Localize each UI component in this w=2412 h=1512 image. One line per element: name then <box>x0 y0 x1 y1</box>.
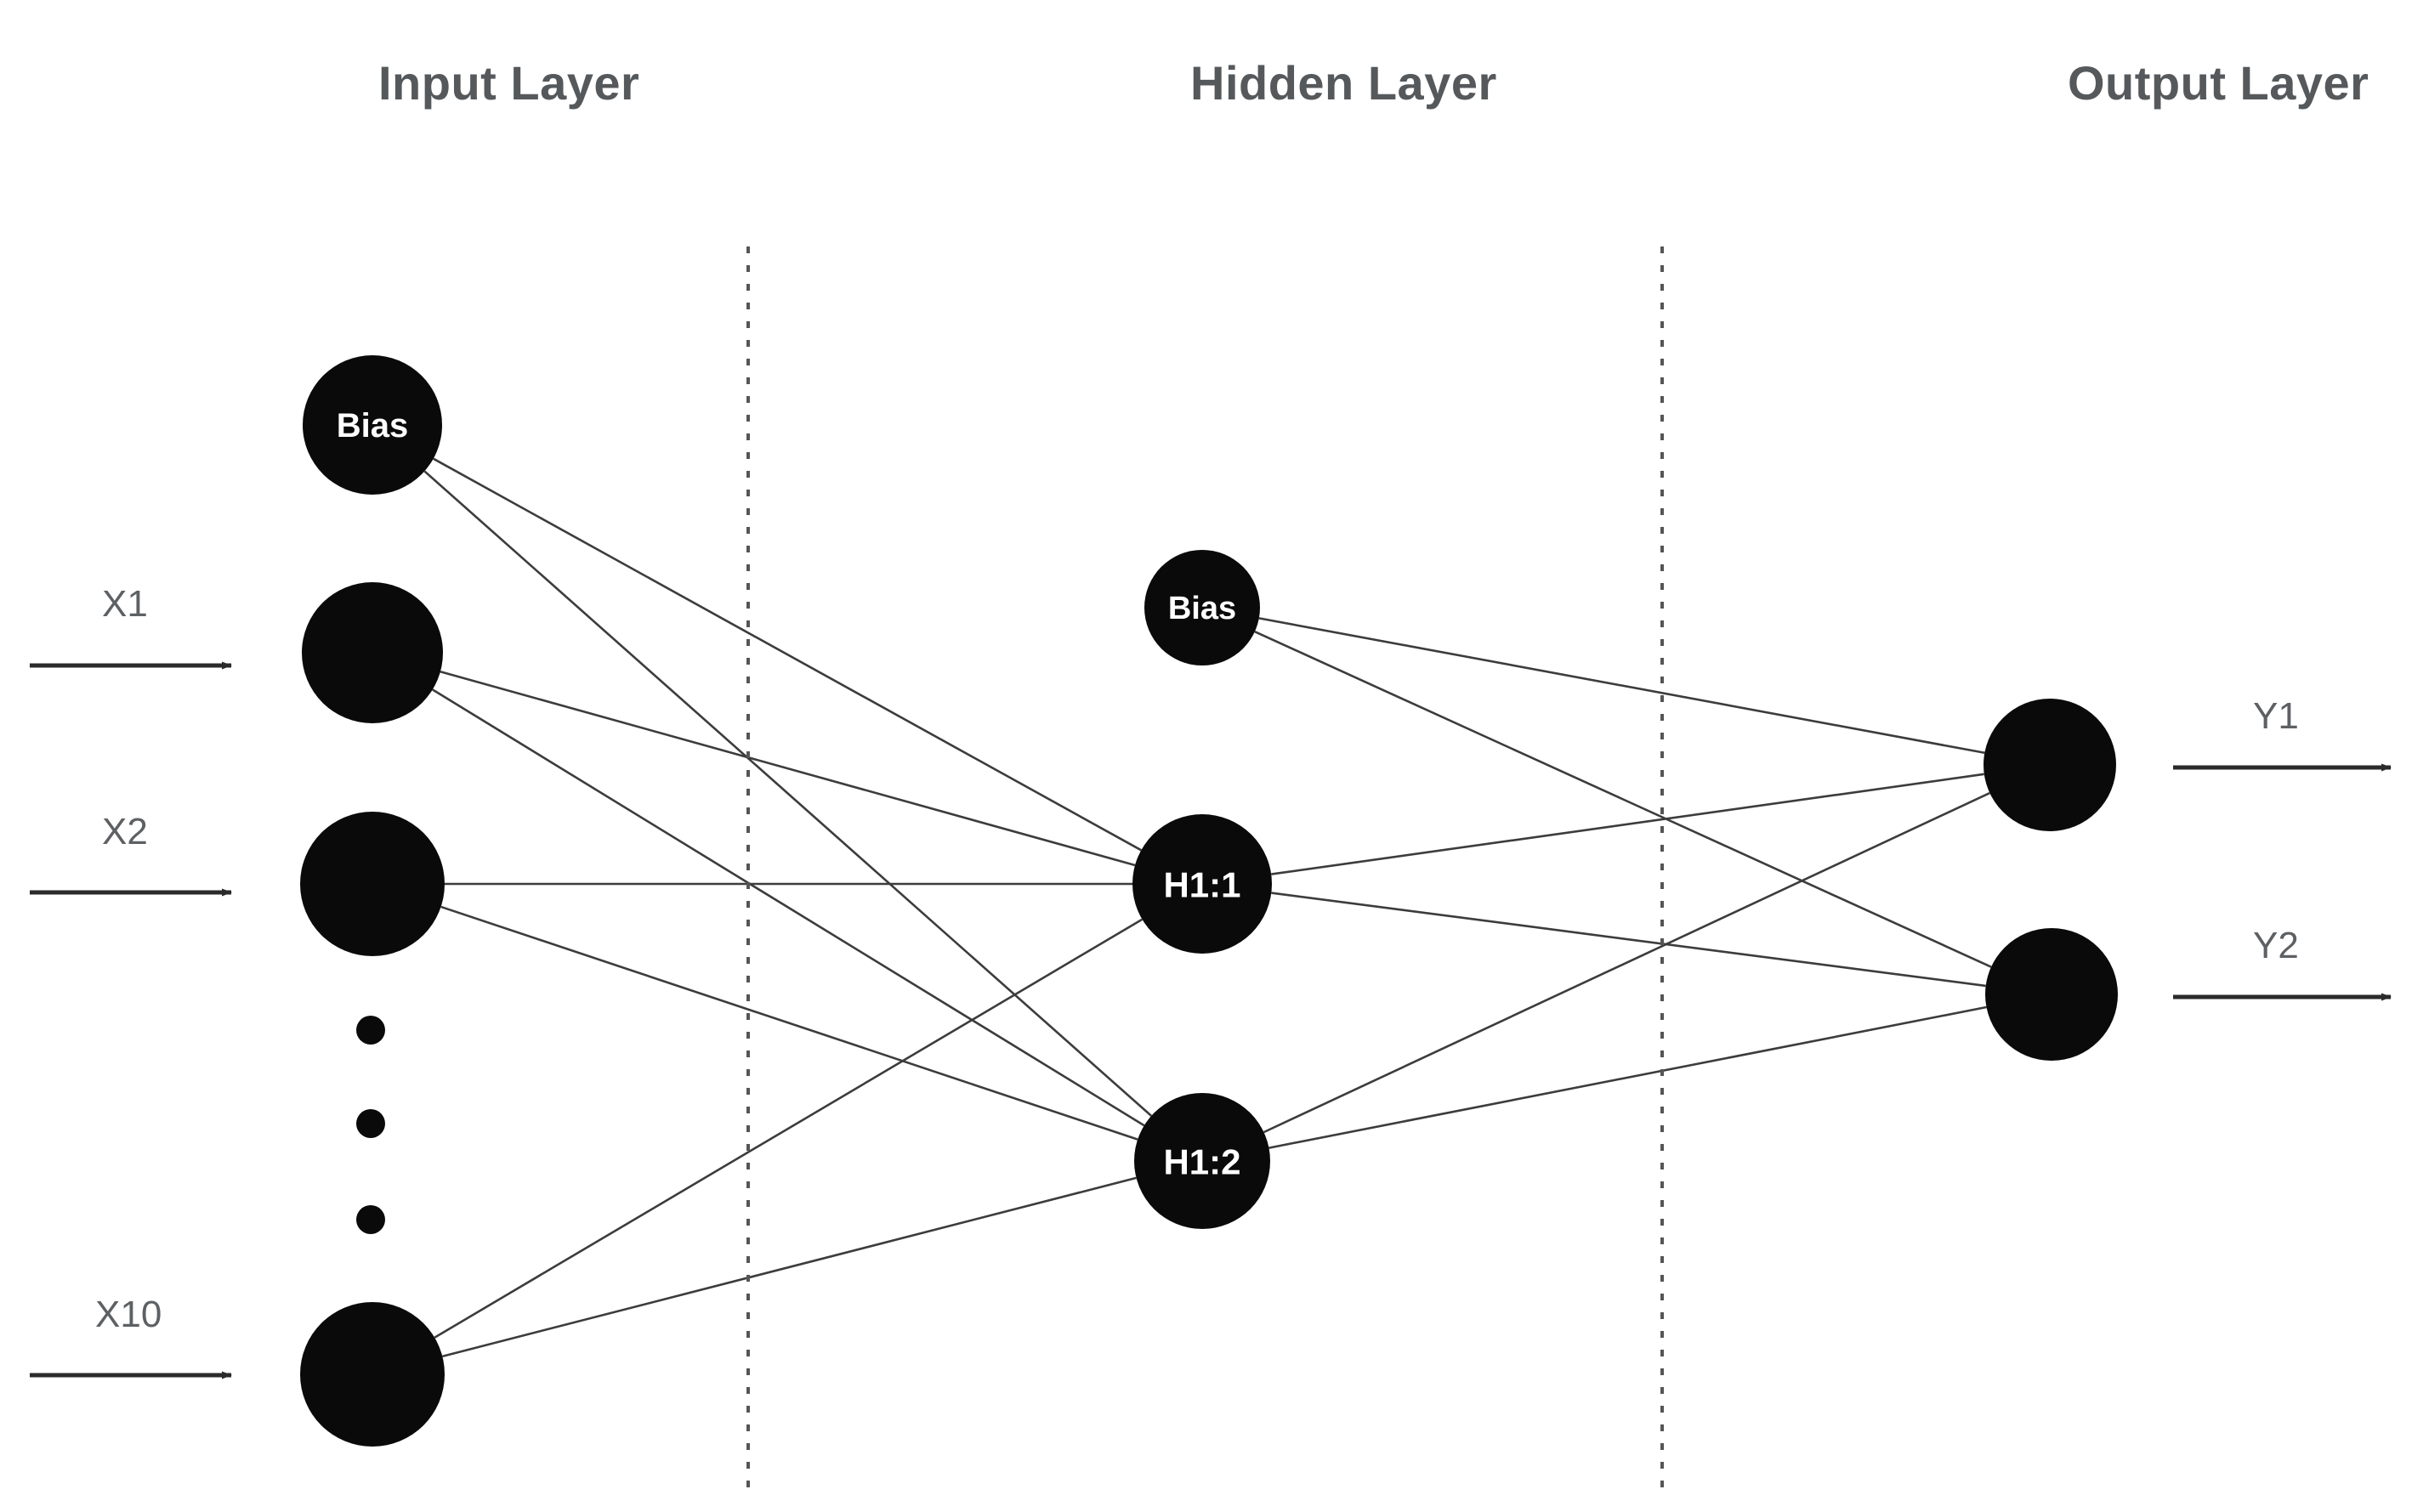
edge-in-bias-to-h-2 <box>423 470 1153 1117</box>
node-circle-h-2[interactable] <box>1134 1093 1270 1229</box>
output-label-y1: Y1 <box>2253 695 2299 737</box>
edge-h-1-to-out-y2 <box>1271 892 1986 988</box>
io-arrows-group <box>30 661 2392 1379</box>
edge-in-x1-to-h-2 <box>432 688 1145 1127</box>
node-circle-in-x2[interactable] <box>300 812 445 956</box>
edges-group <box>423 457 1992 1358</box>
edge-in-x1-to-h-1 <box>440 671 1136 867</box>
layer-title-1: Hidden Layer <box>1190 56 1497 110</box>
ellipsis-dot-input-2 <box>356 1205 385 1234</box>
edge-h-2-to-out-y1 <box>1263 791 1990 1134</box>
ellipsis-dot-input-1 <box>356 1109 385 1138</box>
input-label-x2: X2 <box>102 811 148 852</box>
node-circle-in-x10[interactable] <box>300 1302 445 1447</box>
node-label-h-1: H1:1 <box>1163 865 1240 905</box>
node-in-x10[interactable] <box>300 1302 445 1447</box>
edge-h-bias-to-out-y1 <box>1258 617 1985 755</box>
node-h-bias[interactable]: Bias <box>1144 550 1260 665</box>
node-circle-out-y1[interactable] <box>1984 699 2116 831</box>
edge-in-x2-to-h-2 <box>440 905 1138 1141</box>
input-label-x10: X10 <box>95 1294 162 1335</box>
node-h-2[interactable]: H1:2 <box>1134 1093 1270 1229</box>
layer-title-2: Output Layer <box>2068 56 2369 110</box>
node-label-h-2: H1:2 <box>1163 1142 1240 1182</box>
node-circle-out-y2[interactable] <box>1985 928 2118 1061</box>
node-circle-h-bias[interactable] <box>1144 550 1260 665</box>
node-circle-in-bias[interactable] <box>303 355 442 495</box>
edge-h-bias-to-out-y2 <box>1254 631 1992 968</box>
layer-title-0: Input Layer <box>378 56 640 110</box>
edge-h-2-to-out-y2 <box>1268 1005 1987 1149</box>
node-in-bias[interactable]: Bias <box>303 355 442 495</box>
node-circle-h-1[interactable] <box>1132 814 1272 954</box>
ellipsis-dot-input-0 <box>356 1016 385 1045</box>
edge-h-1-to-out-y1 <box>1271 773 1984 875</box>
node-circle-in-x1[interactable] <box>302 582 443 723</box>
input-label-x1: X1 <box>102 583 148 625</box>
edge-in-x10-to-h-1 <box>434 918 1144 1339</box>
node-out-y2[interactable] <box>1985 928 2118 1061</box>
edge-in-bias-to-h-1 <box>433 457 1142 852</box>
node-label-in-bias: Bias <box>337 407 409 445</box>
node-label-h-bias: Bias <box>1168 591 1236 626</box>
edge-in-x10-to-h-2 <box>441 1176 1137 1358</box>
dividers-group <box>746 246 1664 1496</box>
node-h-1[interactable]: H1:1 <box>1132 814 1272 954</box>
node-in-x2[interactable] <box>300 812 445 956</box>
node-in-x1[interactable] <box>302 582 443 723</box>
output-label-y2: Y2 <box>2253 925 2299 966</box>
node-out-y1[interactable] <box>1984 699 2116 831</box>
